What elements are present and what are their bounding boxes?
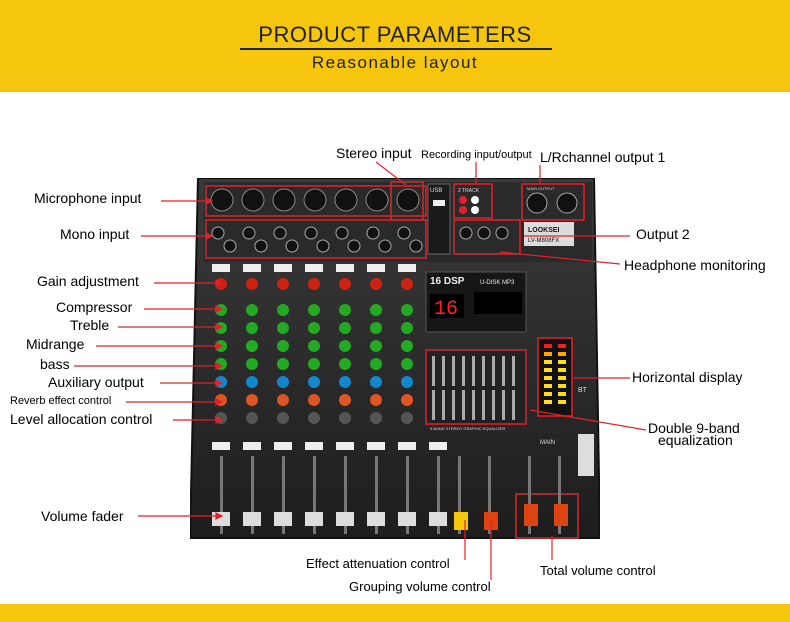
label-treble: Treble xyxy=(70,317,110,333)
label-output-2: Output 2 xyxy=(636,226,690,242)
label-gain-adjustment: Gain adjustment xyxy=(37,273,139,289)
label-effect-attenuation-control: Effect attenuation control xyxy=(306,556,450,571)
lr-output-highlight xyxy=(521,183,585,221)
title-underline xyxy=(240,48,552,50)
model-plate xyxy=(524,222,574,246)
header-banner: PRODUCT PARAMETERS Reasonable layout xyxy=(0,0,790,92)
page-title: PRODUCT PARAMETERS xyxy=(258,22,532,47)
label-compressor: Compressor xyxy=(56,299,133,315)
mixer-body xyxy=(190,178,600,539)
label-headphone-monitoring: Headphone monitoring xyxy=(624,257,766,273)
udisk-label: U-DISK MP3 xyxy=(480,280,515,286)
mp3-display xyxy=(474,292,522,314)
channel-numbers-lower xyxy=(212,442,447,450)
label-horizontal-display: Horizontal display xyxy=(632,369,743,385)
bass-knob-row xyxy=(215,358,413,370)
treble-knob-row xyxy=(215,322,413,334)
usb-label: USB xyxy=(430,188,442,194)
side-badge xyxy=(578,434,594,476)
label-lr-output-1: L/Rchannel output 1 xyxy=(540,149,666,165)
main-output-label: MAIN OUTPUT xyxy=(527,186,555,191)
label-recording-io: Recording input/output xyxy=(421,149,532,161)
channel-numbers-top xyxy=(212,264,416,272)
label-stereo-input: Stereo input xyxy=(336,145,412,161)
group-fader-track xyxy=(488,456,491,534)
label-double-9band-line1: Double 9-band xyxy=(648,420,740,436)
compressor-knob-row xyxy=(215,304,413,316)
dsp-display-digits: 16 xyxy=(434,298,458,321)
mixer-image: USB 2 TRACK MAIN OUTPUT LOOKSEI LV-M808F… xyxy=(190,178,600,539)
main-fader-track-l xyxy=(528,456,531,534)
label-grouping-volume-control: Grouping volume control xyxy=(349,579,491,594)
fx-fader-track xyxy=(458,456,461,534)
main-fader-track-r xyxy=(558,456,561,534)
dsp-display xyxy=(430,294,464,318)
dsp-label: 16 DSP xyxy=(430,276,465,287)
gain-knob-row xyxy=(215,278,413,290)
main-fader-cap-l[interactable] xyxy=(524,504,538,526)
brand-label: LOOKSEI xyxy=(528,227,560,234)
usb-port[interactable] xyxy=(433,200,445,206)
label-double-9band-line2: equalization xyxy=(658,432,733,448)
label-reverb-effect-control: Reverb effect control xyxy=(10,395,112,407)
knob-grid xyxy=(215,278,413,424)
two-track-label: 2 TRACK xyxy=(458,188,480,194)
label-midrange: Midrange xyxy=(26,336,85,352)
main-fader-highlight xyxy=(515,493,579,539)
meter-leds xyxy=(544,344,566,404)
eq-sliders xyxy=(432,356,515,420)
label-bass: bass xyxy=(40,356,70,372)
channel-faders xyxy=(212,456,447,534)
label-mono-input: Mono input xyxy=(60,226,130,242)
label-total-volume-control: Total volume control xyxy=(540,563,656,578)
footer-bar xyxy=(0,604,790,622)
page-subtitle: Reasonable layout xyxy=(311,53,479,72)
label-microphone-input: Microphone input xyxy=(34,190,142,206)
model-label: LV-M808FX xyxy=(528,238,559,244)
mono-jack-row xyxy=(211,226,423,253)
label-level-allocation-control: Level allocation control xyxy=(10,411,153,427)
eq-label: 9-BAND STEREO GRAPHIC EQUALIZER xyxy=(430,426,505,431)
main-fader-cap-r[interactable] xyxy=(554,504,568,526)
reverb-knob-row xyxy=(215,394,413,406)
label-auxiliary-output: Auxiliary output xyxy=(48,374,144,390)
output2-highlight xyxy=(453,219,521,255)
mic-xlr-row xyxy=(210,188,420,212)
bt-label: BT xyxy=(578,387,588,394)
level-meter xyxy=(537,337,573,417)
midrange-knob-row xyxy=(215,340,413,352)
main-label: MAIN xyxy=(540,440,555,446)
label-volume-fader: Volume fader xyxy=(41,508,124,524)
recording-io-highlight xyxy=(453,183,493,219)
